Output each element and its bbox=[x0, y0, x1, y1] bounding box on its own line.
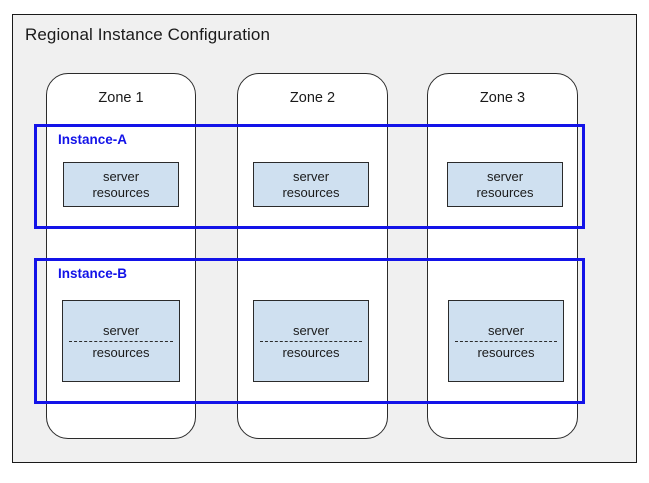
resource-label-line1: server bbox=[102, 323, 140, 338]
resource-label-line2: resources bbox=[92, 184, 150, 200]
zone-title-2: Zone 2 bbox=[289, 90, 336, 106]
resource-split-divider bbox=[69, 341, 173, 342]
zone-title-1: Zone 1 bbox=[98, 90, 144, 106]
resource-box-instance-b-zone-1[interactable]: server resources bbox=[62, 300, 180, 382]
resource-split-divider bbox=[260, 341, 362, 342]
resource-box-instance-a-zone-2[interactable]: server resources bbox=[253, 162, 369, 207]
resource-box-instance-b-zone-3[interactable]: server resources bbox=[448, 300, 564, 382]
resource-label-line1: server bbox=[486, 169, 524, 185]
resource-label-line1: server bbox=[292, 323, 330, 338]
zone-column-3[interactable]: Zone 3 bbox=[427, 73, 578, 439]
resource-label-line2: resources bbox=[477, 345, 535, 360]
resource-label-line2: resources bbox=[282, 345, 340, 360]
resource-box-instance-a-zone-3[interactable]: server resources bbox=[447, 162, 563, 207]
zone-column-2[interactable]: Zone 2 bbox=[237, 73, 388, 439]
page-title: Regional Instance Configuration bbox=[25, 25, 271, 44]
resource-label-line2: resources bbox=[92, 345, 150, 360]
resource-label-line1: server bbox=[487, 323, 525, 338]
zone-title-3: Zone 3 bbox=[479, 90, 526, 106]
resource-split-divider bbox=[455, 341, 557, 342]
resource-label-line2: resources bbox=[476, 184, 534, 200]
resource-label-line2: resources bbox=[282, 184, 340, 200]
resource-box-instance-a-zone-1[interactable]: server resources bbox=[63, 162, 179, 207]
zone-column-1[interactable]: Zone 1 bbox=[46, 73, 196, 439]
resource-box-instance-b-zone-2[interactable]: server resources bbox=[253, 300, 369, 382]
resource-label-line1: server bbox=[102, 169, 140, 185]
resource-label-line1: server bbox=[292, 169, 330, 185]
